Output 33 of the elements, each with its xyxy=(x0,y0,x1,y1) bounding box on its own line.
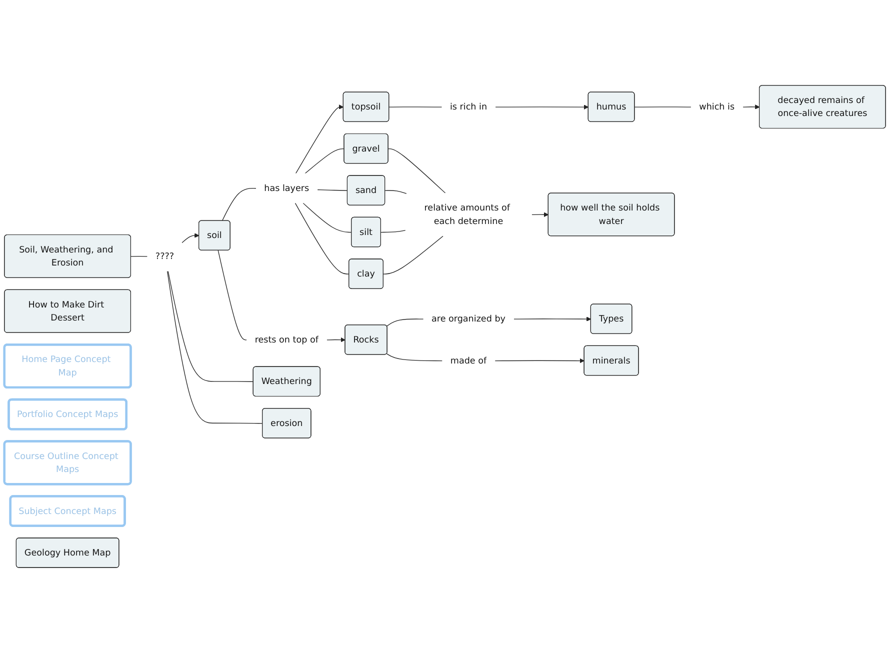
arrow xyxy=(182,233,200,244)
node-text: relative amounts of each determine xyxy=(424,202,510,226)
node-text: has layers xyxy=(264,182,310,194)
node-text: which is xyxy=(699,101,735,112)
node-text: ???? xyxy=(155,250,174,262)
arrow xyxy=(326,337,346,342)
connector xyxy=(386,318,424,327)
arrow xyxy=(742,104,760,110)
connector xyxy=(634,106,692,108)
arrow xyxy=(494,358,585,364)
connector xyxy=(294,202,350,274)
arrow xyxy=(514,316,592,322)
connector xyxy=(388,106,442,108)
connector xyxy=(383,236,444,274)
connector xyxy=(317,189,348,191)
connector xyxy=(302,202,352,233)
node-text: are organized by xyxy=(432,313,506,324)
arrow xyxy=(295,104,344,174)
arrow xyxy=(532,212,549,218)
connector xyxy=(168,270,254,382)
node-text: is rich in xyxy=(450,101,488,112)
connector xyxy=(222,188,257,222)
connector xyxy=(380,230,406,233)
connector xyxy=(130,256,148,257)
node-text: rests on top of xyxy=(254,334,318,345)
connector xyxy=(388,148,446,194)
connector xyxy=(386,353,443,362)
connector xyxy=(384,190,408,194)
connector xyxy=(218,250,248,340)
connector xyxy=(304,148,345,174)
arrow xyxy=(495,104,589,110)
connector xyxy=(167,270,263,424)
node-text: made of xyxy=(450,355,487,366)
